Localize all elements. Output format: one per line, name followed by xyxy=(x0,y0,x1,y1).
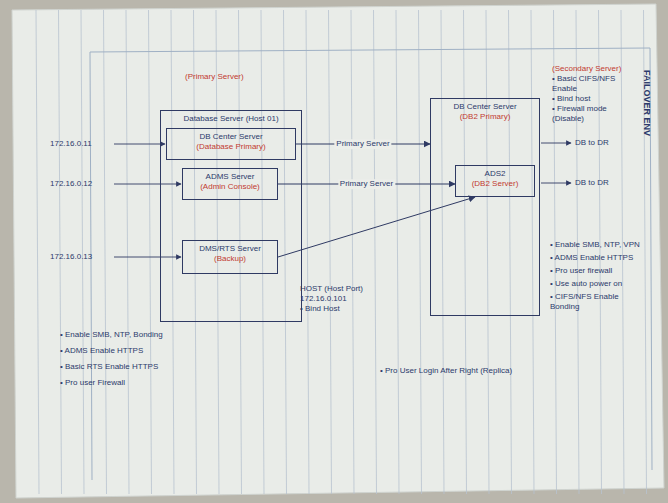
grid-line xyxy=(351,10,354,494)
label-group: 172.16.0.11 xyxy=(50,139,114,149)
label-group: FAILOVER ENV xyxy=(641,70,652,160)
grid-line xyxy=(621,10,624,494)
grid-line xyxy=(441,10,444,494)
link-target: DB to DR xyxy=(575,178,635,188)
ip-address: 172.16.0.12 xyxy=(50,179,114,189)
grid-line xyxy=(126,10,129,494)
connector-arrow xyxy=(278,197,475,257)
service-box: ADS2(DB2 Server) xyxy=(455,165,535,197)
note-text: • Pro User Login After Right (Replica) xyxy=(380,366,590,376)
service-box: DMS/RTS Server(Backup) xyxy=(182,240,278,274)
service-box: ADMS Server(Admin Console) xyxy=(182,168,278,200)
note-text: HOST (Host Port) xyxy=(300,284,410,294)
leader-line xyxy=(114,184,181,185)
label-group: • Pro User Login After Right (Replica) xyxy=(380,366,590,376)
box-subtitle: (Backup) xyxy=(186,254,274,264)
grid-line xyxy=(171,10,174,494)
note-text: • Firewall mode (Disable) xyxy=(552,104,636,124)
note-text: • Basic RTS Enable HTTPS xyxy=(60,362,230,372)
note-text: • Basic CIFS/NFS Enable xyxy=(552,74,636,94)
grid-line xyxy=(396,10,399,494)
box-title: DMS/RTS Server xyxy=(186,244,274,254)
grid-line xyxy=(486,10,489,494)
grid-line xyxy=(149,10,152,494)
side-title: FAILOVER ENV xyxy=(641,70,652,160)
leader-line xyxy=(541,143,571,144)
box-subtitle: (DB2 Server) xyxy=(459,179,531,189)
connector-label: Primary Server xyxy=(334,139,391,149)
box-subtitle: (DB2 Primary) xyxy=(434,112,536,122)
link-target: DB to DR xyxy=(575,138,635,148)
label-group: DB to DR xyxy=(575,138,635,148)
label-group: (Secondary Server)• Basic CIFS/NFS Enabl… xyxy=(552,64,636,124)
label-group: HOST (Host Port)172.16.0.101• Bind Host xyxy=(300,284,410,314)
grid-line xyxy=(36,10,39,494)
label-group: 172.16.0.13 xyxy=(50,252,114,262)
label-group: • Enable SMB, NTP, Bonding • ADMS Enable … xyxy=(60,330,230,388)
leader-line xyxy=(114,144,165,145)
grid-line xyxy=(329,10,332,494)
note-text: • Enable SMB, NTP, VPN xyxy=(550,240,650,250)
box-title: DB Center Server xyxy=(170,132,292,142)
note-text: • ADMS Enable HTTPS xyxy=(550,253,650,263)
note-text: • ADMS Enable HTTPS xyxy=(60,346,230,356)
grid-line xyxy=(419,10,422,494)
section-title: (Secondary Server) xyxy=(552,64,636,74)
grid-line xyxy=(261,10,264,494)
grid-line xyxy=(306,10,309,494)
server-host-box: DB Center Server(DB2 Primary) ADS2(DB2 Se… xyxy=(430,98,540,316)
box-subtitle: (Admin Console) xyxy=(186,182,274,192)
note-text: • Pro user Firewall xyxy=(60,378,230,388)
box-subtitle: (Database Primary) xyxy=(170,142,292,152)
ip-address: 172.16.0.13 xyxy=(50,252,114,262)
note-text: • Use auto power on xyxy=(550,279,650,289)
label-group: 172.16.0.12 xyxy=(50,179,114,189)
leader-line xyxy=(114,257,181,258)
box-title: DB Center Server xyxy=(434,102,536,112)
box-title: ADMS Server xyxy=(186,172,274,182)
label-group: DB to DR xyxy=(575,178,635,188)
server-host-box: Database Server (Host 01) DB Center Serve… xyxy=(160,110,302,322)
grid-line xyxy=(374,10,377,494)
box-title: Database Server (Host 01) xyxy=(164,114,298,124)
label-group: (Primary Server) xyxy=(185,72,315,82)
note-text: • Bind Host xyxy=(300,304,410,314)
section-title: (Primary Server) xyxy=(185,72,315,82)
grid-line xyxy=(194,10,197,494)
box-title: ADS2 xyxy=(459,169,531,179)
connector-label: Primary Server xyxy=(338,179,395,189)
grid-line xyxy=(531,10,534,494)
paper-sheet xyxy=(12,4,664,498)
grid-lines xyxy=(36,10,647,494)
grid-line xyxy=(509,10,512,494)
ip-address: 172.16.0.101 xyxy=(300,294,410,304)
leader-line xyxy=(541,183,571,184)
grid-line xyxy=(464,10,467,494)
note-text: • Pro user firewall xyxy=(550,266,650,276)
note-text: • Enable SMB, NTP, Bonding xyxy=(60,330,230,340)
note-text: • Bind host xyxy=(552,94,636,104)
ip-address: 172.16.0.11 xyxy=(50,139,114,149)
note-text: • CIFS/NFS Enable Bonding xyxy=(550,292,650,312)
grid-line xyxy=(284,10,287,494)
grid-line xyxy=(104,10,107,494)
service-box: DB Center Server(Database Primary) xyxy=(166,128,296,160)
margin-line xyxy=(90,52,92,480)
label-group: • Enable SMB, NTP, VPN • ADMS Enable HTTP… xyxy=(550,240,650,312)
margin-line xyxy=(90,48,650,52)
